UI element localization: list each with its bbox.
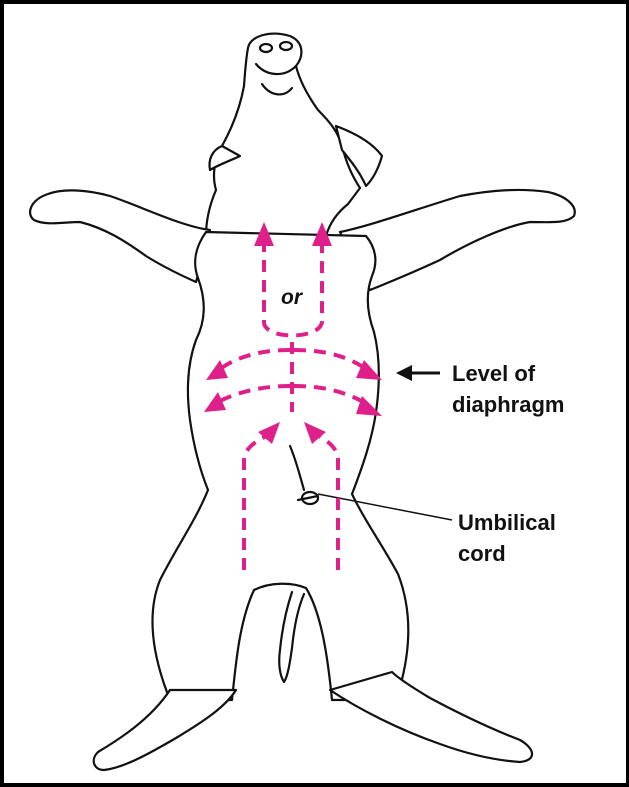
diaphragm-label-line2: diaphragm xyxy=(452,392,564,418)
piglet-head xyxy=(206,34,360,236)
front-leg-right xyxy=(340,190,575,290)
hind-leg-right xyxy=(330,672,532,762)
umbilical-label-line2: cord xyxy=(458,541,506,567)
diaphragm-label-line1: Level of xyxy=(452,361,535,387)
arrow-left-icon xyxy=(396,365,440,381)
umbilical-label-line1: Umbilical xyxy=(458,510,556,536)
front-leg-left xyxy=(30,190,210,282)
hind-leg-left xyxy=(94,690,236,770)
piglet-tail xyxy=(279,592,304,682)
or-label: or xyxy=(281,285,302,311)
